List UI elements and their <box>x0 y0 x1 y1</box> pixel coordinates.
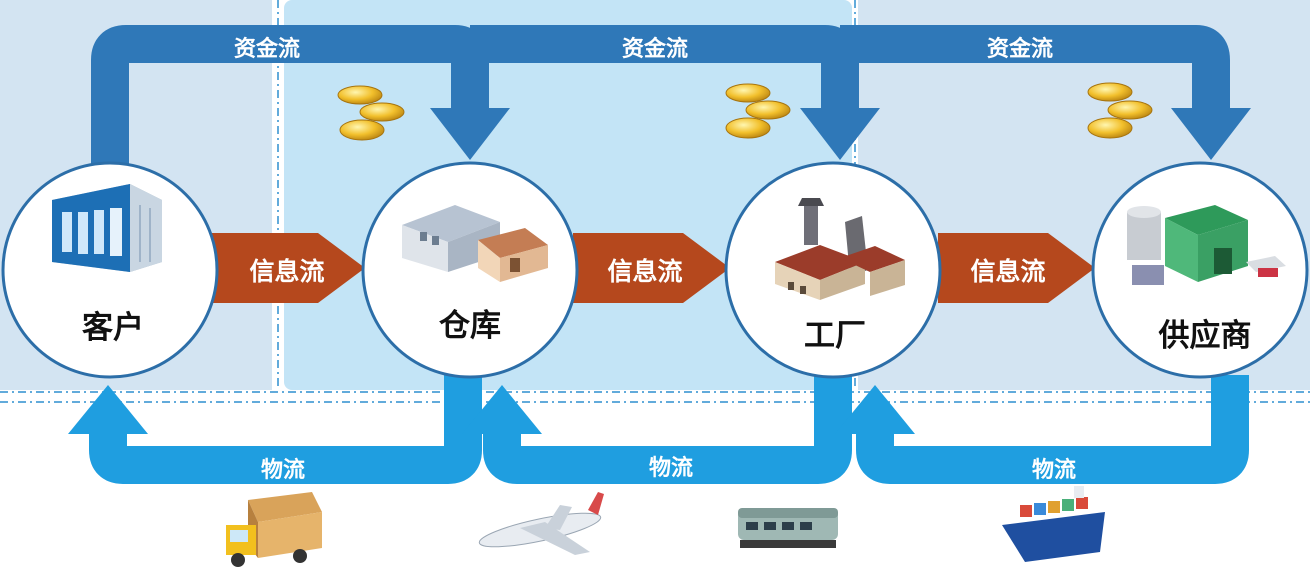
logistics-arrowheads <box>68 385 915 434</box>
coin-icon <box>1087 82 1153 139</box>
logistics-flow-label: 物流 <box>1031 458 1076 483</box>
node-label-factory: 工厂 <box>804 318 866 354</box>
node-label-supplier: 供应商 <box>1158 318 1252 354</box>
info-flow-label: 信息流 <box>607 257 683 286</box>
node-warehouse-circle <box>361 161 579 379</box>
node-label-customer: 客户 <box>82 310 144 346</box>
logistics-flow-label: 物流 <box>648 456 693 481</box>
office-building-icon <box>52 184 162 272</box>
money-flow-label: 资金流 <box>621 37 688 62</box>
airplane-icon <box>478 492 604 555</box>
money-flow-arrows <box>91 25 1230 175</box>
money-arrowheads <box>430 108 1251 160</box>
train-icon <box>738 508 838 548</box>
info-flow-arrows <box>210 233 1095 303</box>
factory-building-icon <box>775 198 905 300</box>
node-label-warehouse: 仓库 <box>439 308 501 344</box>
coin-icon <box>337 85 405 141</box>
info-flow-label: 信息流 <box>249 257 325 286</box>
node-supplier-circle <box>1091 161 1309 379</box>
logistics-flow-label: 物流 <box>260 458 305 483</box>
node-factory-circle <box>724 161 942 379</box>
supplier-plant-icon <box>1127 205 1286 285</box>
coin-icon <box>725 83 791 139</box>
node-customer-circle <box>1 161 219 379</box>
warehouse-building-icon <box>402 205 548 282</box>
money-flow-label: 资金流 <box>233 37 300 62</box>
logistics-flow-arrows <box>89 375 1249 484</box>
cargo-ship-icon <box>1002 486 1105 562</box>
info-flow-label: 信息流 <box>970 257 1046 286</box>
truck-icon <box>226 492 322 567</box>
money-flow-label: 资金流 <box>986 37 1053 62</box>
